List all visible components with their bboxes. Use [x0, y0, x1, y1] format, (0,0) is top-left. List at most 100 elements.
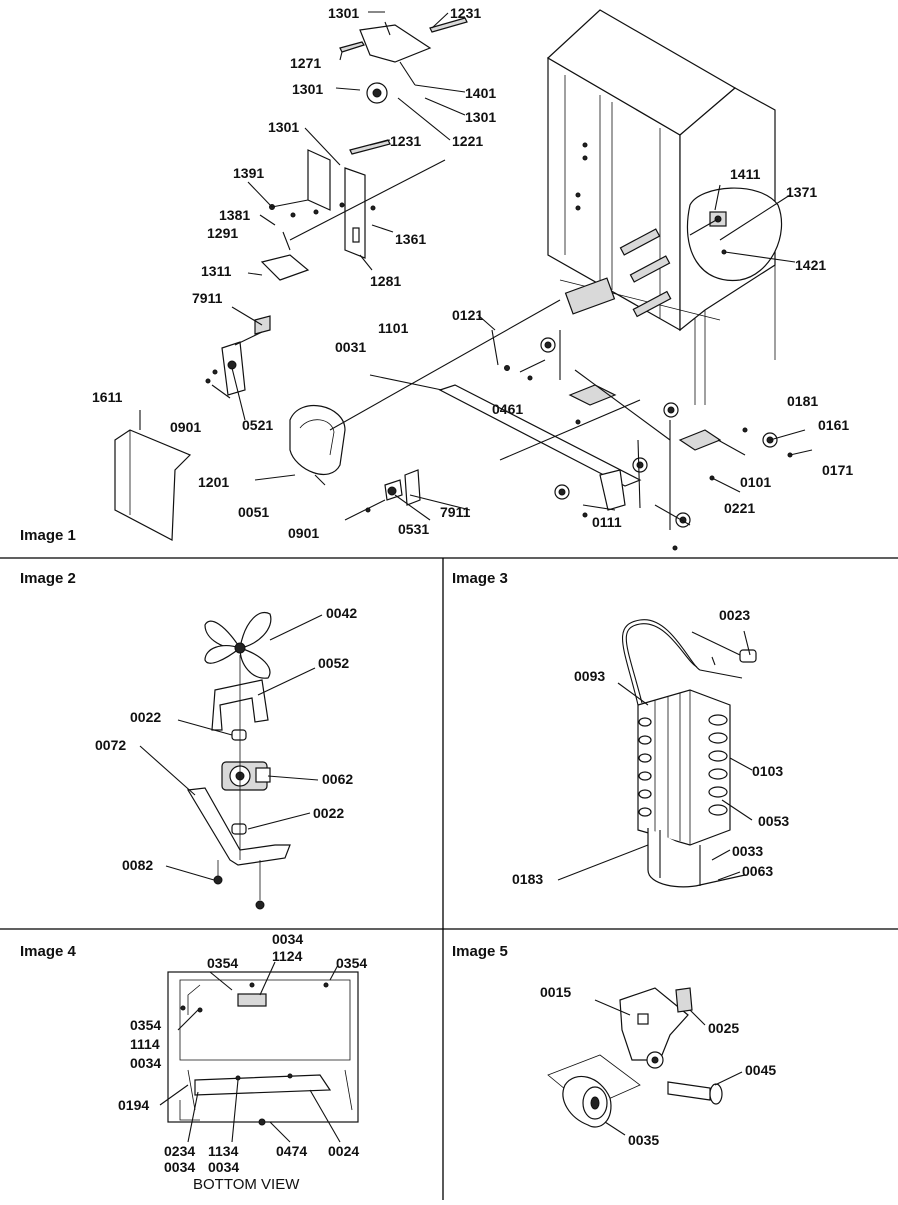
callout-1231: 1231	[390, 133, 421, 149]
callout-1201: 1201	[198, 474, 229, 490]
callout-1291: 1291	[207, 225, 238, 241]
callout-0093: 0093	[574, 668, 605, 684]
callout-1421: 1421	[795, 257, 826, 273]
callout-0062: 0062	[322, 771, 353, 787]
panel-4-title: Image 4	[20, 943, 77, 960]
callout-0042: 0042	[326, 605, 357, 621]
panel-1-leaders	[139, 11, 813, 521]
callout-1411: 1411	[730, 166, 761, 182]
panel-2-title: Image 2	[20, 570, 76, 587]
callout-0111: 0111	[592, 514, 622, 530]
bracket-1124	[237, 993, 267, 1007]
callout-0025: 0025	[708, 1020, 739, 1036]
callout-0531: 0531	[398, 521, 429, 537]
grommet-upper	[231, 729, 247, 741]
condenser-0024	[194, 1074, 332, 1096]
callout-0063: 0063	[742, 863, 773, 879]
callout-0072: 0072	[95, 737, 126, 753]
callout-0033: 0033	[732, 843, 763, 859]
callout-0024: 0024	[328, 1143, 359, 1159]
callout-1361: 1361	[395, 231, 426, 247]
callout-0354: 0354	[207, 955, 238, 971]
callout-0901: 0901	[288, 525, 319, 541]
callout-0034: 0034	[130, 1055, 161, 1071]
bottom-view-caption: BOTTOM VIEW	[193, 1176, 300, 1193]
callout-0053: 0053	[758, 813, 789, 829]
callout-0051: 0051	[238, 504, 269, 520]
callout-0045: 0045	[745, 1062, 776, 1078]
callout-7911: 7911	[440, 504, 471, 520]
callout-1271: 1271	[290, 55, 321, 71]
callout-0194: 0194	[118, 1097, 149, 1113]
drain-pan	[254, 404, 346, 486]
thermostat-detail-bubble	[686, 187, 783, 282]
grommet-lower	[231, 823, 247, 835]
panel-dividers	[0, 557, 898, 1200]
panel-5-roller: Image 5 0015 0025 0045 0035	[452, 943, 776, 1148]
callout-0035: 0035	[628, 1132, 659, 1148]
callout-1114: 1114	[130, 1036, 160, 1052]
callout-1371: 1371	[786, 184, 817, 200]
callout-0181: 0181	[787, 393, 818, 409]
callout-0521: 0521	[242, 417, 273, 433]
callout-0354: 0354	[130, 1017, 161, 1033]
clip-0025	[675, 987, 693, 1013]
bimetal-0023	[739, 649, 757, 663]
callout-1301: 1301	[268, 119, 299, 135]
panel-3-evaporator: Image 3 0023 0093 0103 0053 0183 0033 00…	[452, 570, 789, 888]
callout-0052: 0052	[318, 655, 349, 671]
callout-1381: 1381	[219, 207, 250, 223]
callout-1281: 1281	[370, 273, 401, 289]
callout-1301: 1301	[328, 5, 359, 21]
callout-0082: 0082	[122, 857, 153, 873]
panel-1-title: Image 1	[20, 527, 76, 544]
callout-1301: 1301	[292, 81, 323, 97]
callout-0034: 0034	[164, 1159, 195, 1175]
callout-0121: 0121	[452, 307, 483, 323]
top-hinge-assembly	[339, 17, 468, 104]
base-rail	[329, 299, 642, 511]
panel-4-bottom-view: Image 4 0034 1124 0354 0354 0354 1114 00…	[20, 931, 367, 1193]
callout-0031: 0031	[335, 339, 366, 355]
callout-1231: 1231	[450, 5, 481, 21]
panel-1-labels: Image 1 1301 1231 1271 1301 1401 1301 12…	[20, 5, 853, 544]
callout-0171: 0171	[822, 462, 853, 478]
callout-1221: 1221	[452, 133, 483, 149]
callout-1611: 1611	[92, 389, 123, 405]
callout-1391: 1391	[233, 165, 264, 181]
axle-0045	[667, 1081, 711, 1101]
callout-0354: 0354	[336, 955, 367, 971]
callout-0022: 0022	[130, 709, 161, 725]
callout-1134: 1134	[208, 1143, 239, 1159]
evaporator-coil	[637, 689, 731, 846]
fan-motor	[221, 761, 271, 791]
mid-bracket-assembly	[260, 139, 446, 281]
callout-0161: 0161	[818, 417, 849, 433]
screw-bottom	[255, 900, 265, 910]
panel-1-cabinet: Image 1 1301 1231 1271 1301 1401 1301 12…	[20, 5, 853, 551]
callout-1101: 1101	[378, 320, 409, 336]
coil-tubes	[638, 714, 728, 817]
callout-1301: 1301	[465, 109, 496, 125]
callout-1124: 1124	[272, 948, 303, 964]
callout-0101: 0101	[740, 474, 771, 490]
motor-support-bracket	[187, 787, 291, 866]
callout-0022: 0022	[313, 805, 344, 821]
callout-0474: 0474	[276, 1143, 307, 1159]
callout-1311: 1311	[201, 263, 232, 279]
panel-5-title: Image 5	[452, 943, 508, 960]
panel-2-fan-assembly: Image 2 0042 0052 0022 0072 0062 0022 00…	[20, 570, 357, 910]
kickplate-grille	[114, 429, 192, 541]
callout-0015: 0015	[540, 984, 571, 1000]
callout-0461: 0461	[492, 401, 523, 417]
callout-7911: 7911	[192, 290, 223, 306]
callout-0183: 0183	[512, 871, 543, 887]
callout-0023: 0023	[719, 607, 750, 623]
callout-0234: 0234	[164, 1143, 195, 1159]
roller-bracket	[619, 987, 689, 1061]
callout-1401: 1401	[465, 85, 496, 101]
fan-blade	[204, 611, 272, 679]
screw-0082	[213, 875, 223, 885]
heater-0183	[647, 828, 746, 888]
